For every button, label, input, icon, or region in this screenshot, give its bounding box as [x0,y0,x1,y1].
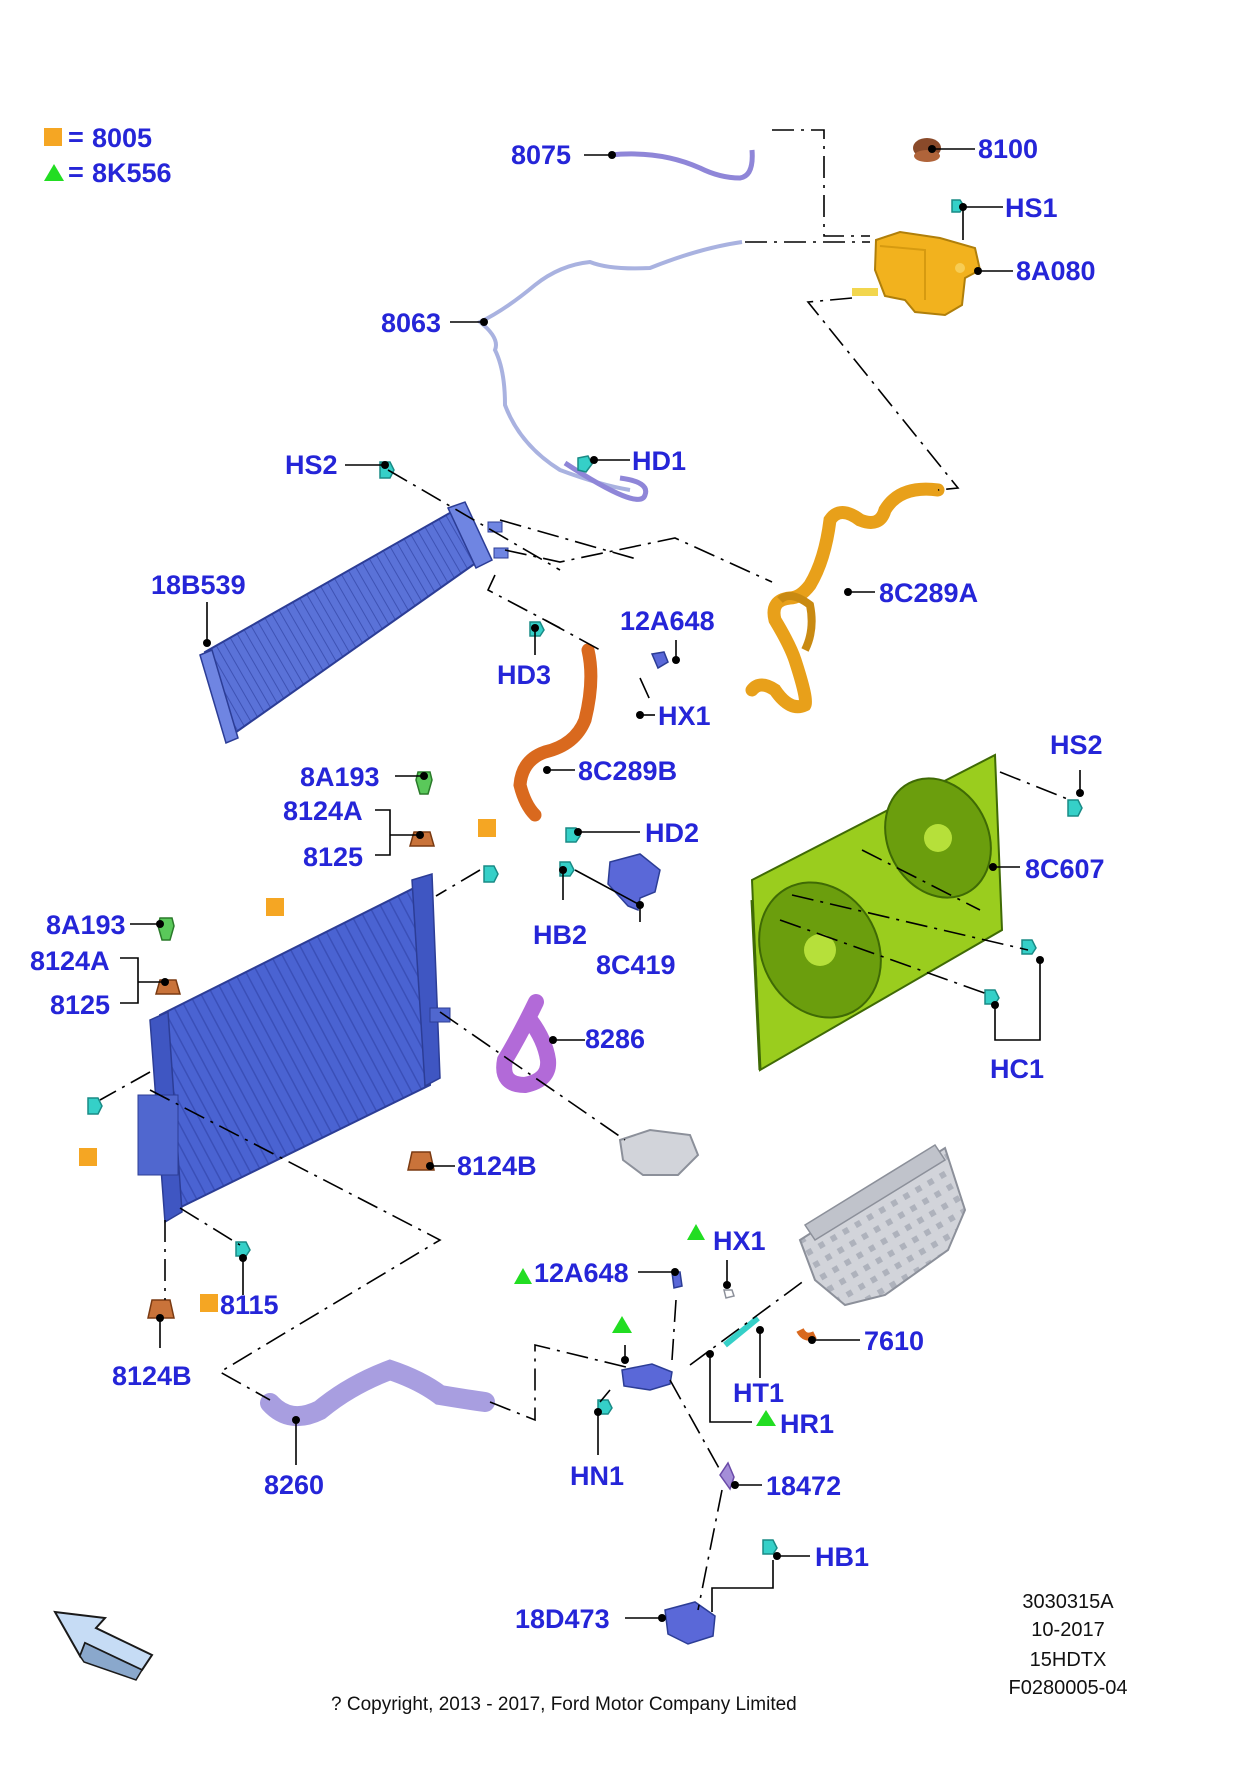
fan-shroud-icon [750,753,1004,1072]
clip-hx1-bot-icon [723,1289,735,1299]
copyright-text: ? Copyright, 2013 - 2017, Ford Motor Com… [331,1694,797,1715]
label-8115: 8115 [220,1290,279,1320]
label-8c289b: 8C289B [578,756,677,786]
label-8125-b: 8125 [50,990,110,1020]
label-12a648-top: 12A648 [620,606,715,636]
engine-block-icon [798,1143,967,1307]
hose-8c289a-branch-icon [777,592,816,652]
clip-hc1-a-icon [1021,939,1037,955]
expansion-tank-icon [852,230,982,317]
label-hd2: HD2 [645,818,699,848]
hose-8286-icon [496,994,557,1094]
reference-line-1: 3030315A [1022,1591,1114,1613]
label-ht1: HT1 [733,1378,784,1408]
radiator-icon [137,873,451,1224]
label-8a193-b: 8A193 [46,910,126,940]
label-7610: 7610 [864,1326,924,1356]
label-8260: 8260 [264,1470,324,1500]
clip-hb1-icon [762,1539,778,1555]
label-8c289a: 8C289A [879,578,978,608]
label-18d473: 18D473 [515,1604,610,1634]
intercooler-icon [199,501,509,745]
bushing-8124b-b-icon [147,1299,175,1319]
label-8c419: 8C419 [596,950,676,980]
label-hs1: HS1 [1005,193,1058,223]
label-hd3: HD3 [497,660,551,690]
pipe-8063-end-icon [563,460,649,502]
clip-hs2-right-icon [1067,799,1083,817]
part-18d473-icon [664,1601,716,1645]
part-12a648-icon [621,1363,673,1391]
label-8124a-b: 8124A [30,946,110,976]
label-hd1: HD1 [632,446,686,476]
label-18b539: 18B539 [151,570,246,600]
label-8124b-a: 8124B [457,1151,537,1181]
clip-hc1-b-icon [984,989,1000,1005]
marker-8k556-triangle-c [612,1316,632,1333]
part-18472-icon [719,1461,735,1491]
label-8a193-a: 8A193 [300,762,380,792]
pipe-8063-icon [476,240,743,492]
label-hb1: HB1 [815,1542,869,1572]
marker-8005-square-a [478,819,496,837]
fitting-8a193-a-icon [415,771,433,795]
label-hs2-top: HS2 [285,450,338,480]
label-18472: 18472 [766,1471,841,1501]
reference-line-2: 10-2017 [1031,1619,1104,1641]
label-hb2: HB2 [533,920,587,950]
label-8124b-b: 8124B [112,1361,192,1391]
clip-hd1-icon [577,455,593,473]
legend-code-8005: 8005 [92,123,152,153]
label-hc1: HC1 [990,1054,1044,1084]
reference-block: 3030315A 10-2017 15HDTX F0280005-04 [1009,1591,1128,1699]
leader-lines [120,145,1084,1622]
marker-8005-square-d [200,1294,218,1312]
label-hs2-right: HS2 [1050,730,1103,760]
marker-8k556-triangle-b [514,1268,532,1284]
hose-8c289b-icon [513,643,598,822]
hose-8260-icon [260,1359,495,1427]
legend: = 8005 = 8K556 [44,122,172,188]
marker-8005-square-c [79,1148,97,1166]
label-hx1-bot: HX1 [713,1226,766,1256]
reference-line-3: 15HDTX [1030,1649,1107,1671]
legend-triangle-icon [44,164,64,181]
label-12a648-bot: 12A648 [534,1258,629,1288]
label-hn1: HN1 [570,1461,624,1491]
label-8286: 8286 [585,1024,645,1054]
label-8c607: 8C607 [1025,854,1105,884]
hose-7610-icon [796,1327,817,1341]
connection-lines [99,129,1071,1611]
label-8124a-a: 8124A [283,796,363,826]
label-hr1: HR1 [780,1409,834,1439]
legend-square-icon [44,128,62,146]
label-8100: 8100 [978,134,1038,164]
reference-line-4: F0280005-04 [1009,1677,1128,1699]
marker-8005-square-b [266,898,284,916]
direction-arrow-icon [53,1610,154,1681]
marker-8k556-triangle-a [687,1224,705,1240]
pipe-ht1-icon [723,1315,760,1348]
legend-code-8k556: 8K556 [92,158,172,188]
label-8125-a: 8125 [303,842,363,872]
svg-text:=: = [68,122,84,152]
label-8075: 8075 [511,140,571,170]
label-8a080: 8A080 [1016,256,1096,286]
label-hx1-top: HX1 [658,701,711,731]
part-labels: 8075 8100 HS1 8A080 8063 HS2 HD1 18B539 … [30,134,1105,1634]
cap-icon [913,138,941,162]
pipe-8075-icon [609,149,755,181]
label-8063: 8063 [381,308,441,338]
clip-8005-left-icon [87,1097,103,1115]
marker-8k556-triangle-d [756,1410,776,1426]
clip-8005-radiator-icon [483,865,499,883]
clip-12a648-top-icon [650,651,669,670]
svg-text:=: = [68,157,84,187]
manifold-icon [618,1128,700,1176]
